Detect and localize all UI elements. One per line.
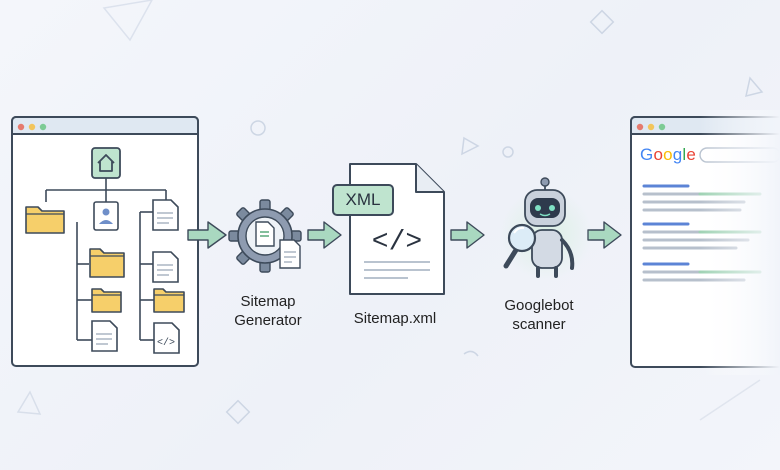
arrow-icon — [187, 221, 227, 249]
folder-icon — [91, 288, 122, 313]
sitemap-file-label: Sitemap.xml — [353, 310, 437, 327]
background-decorations — [16, 0, 764, 425]
folder-icon — [89, 248, 125, 278]
brand-letter: g — [672, 145, 683, 164]
website-window: </> — [11, 116, 199, 367]
generator-label-line2: Generator — [234, 312, 302, 329]
generator-label-line1: Sitemap — [240, 293, 296, 310]
brand-letter: e — [686, 145, 697, 164]
code-glyph-small: </> — [157, 337, 175, 349]
code-icon: </> — [153, 322, 180, 354]
robot-icon — [500, 177, 592, 280]
brand-letter: l — [682, 145, 687, 164]
gear-icon — [228, 199, 302, 273]
sitemap-generator-label: Sitemap Generator — [218, 292, 318, 330]
bot-label-line2: scanner — [512, 316, 566, 333]
googlebot-label: Googlebot scanner — [484, 296, 594, 334]
search-results-window — [630, 110, 780, 375]
xml-tag: XML — [332, 184, 394, 216]
arrow-icon — [587, 221, 622, 249]
search-brand-logo: Google — [640, 145, 696, 165]
brand-letter: o — [663, 145, 673, 164]
brand-letter: o — [653, 145, 664, 164]
code-glyph: </> — [372, 227, 422, 258]
brand-letter: G — [640, 145, 654, 164]
bot-label-line1: Googlebot — [504, 297, 574, 314]
magnifier-icon — [503, 223, 537, 269]
user-icon — [93, 201, 119, 231]
folder-icon — [25, 206, 65, 234]
folder-icon — [153, 288, 185, 313]
arrow-icon — [307, 221, 342, 249]
arrow-icon — [450, 221, 485, 249]
home-icon — [91, 147, 121, 179]
